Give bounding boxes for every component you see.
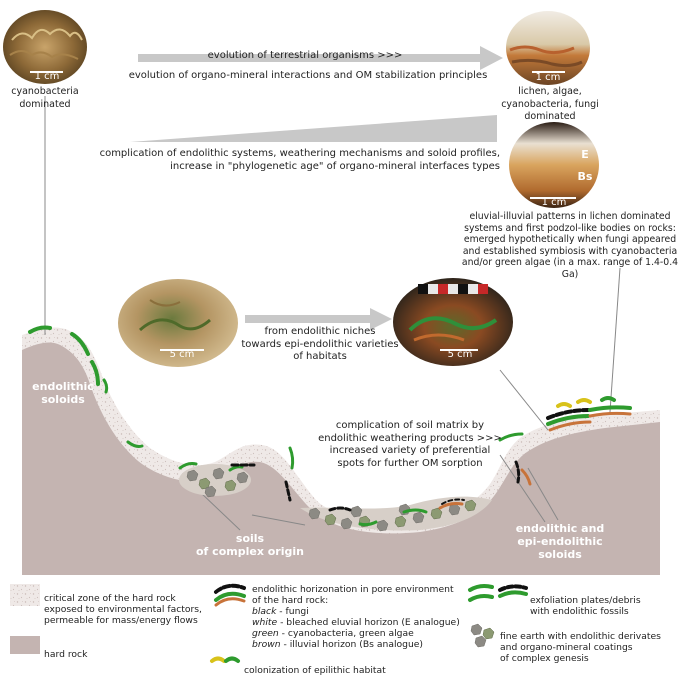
photo-epi-endolithic [393, 278, 513, 366]
matrix-text: complication of soil matrix by endolithi… [318, 420, 502, 469]
legend-brown-key: brown [252, 639, 281, 650]
podzol-label-bs: Bs [577, 170, 593, 183]
photo-cyanobacteria [3, 10, 87, 84]
photo-endolithic-niche [118, 279, 238, 367]
legend-green-row: green - cyanobacteria, green algae [252, 628, 467, 639]
connector-line [499, 369, 549, 431]
connector-line [199, 491, 241, 531]
endolithic-bands [28, 325, 632, 527]
legend-horizonation-glyph [214, 583, 246, 607]
connector-line [499, 454, 546, 523]
legend-green-key: green [252, 628, 279, 639]
left-photo-label: cyanobacteria dominated [11, 86, 79, 110]
middle-arrow-text: from endolithic niches towards epi-endol… [241, 326, 399, 362]
evolution-arrow [138, 46, 503, 70]
evolution-arrow-line2: evolution of organo-mineral interactions… [128, 70, 488, 81]
legend-hard-rock: hard rock [44, 649, 88, 661]
complication-wedge [130, 115, 497, 142]
endolithic-soloids-label: endolithic soloids [32, 380, 94, 406]
podzol-label-e: E [581, 148, 589, 161]
legend-green-val: - cyanobacteria, green algae [278, 628, 414, 639]
connector-line [251, 514, 306, 526]
legend-black-row: black - fungi [252, 606, 467, 617]
legend-brown-val: - illuvial horizon (Bs analogue) [280, 639, 424, 650]
legend-white-val: - bleached eluvial horizon (E analogue) [277, 617, 460, 628]
soils-complex-label: soils of complex origin [196, 532, 304, 558]
right-photo-label: lichen, algae, cyanobacteria, fungi domi… [501, 86, 599, 122]
complication-line2: increase in "phylogenetic age" of organo… [170, 161, 500, 172]
legend-fine-earth-glyph [470, 623, 495, 648]
legend-exfoliation: exfoliation plates/debris with endolithi… [530, 595, 641, 618]
legend-white-key: white [252, 617, 278, 628]
middle-left-scale: 5 cm [169, 349, 195, 360]
photo-lichen [506, 11, 590, 85]
complication-line1: complication of endolithic systems, weat… [99, 148, 500, 159]
connector-line [609, 267, 621, 413]
legend-brown-row: brown - illuvial horizon (Bs analogue) [252, 639, 467, 650]
legend-critical-zone-swatch [10, 584, 40, 606]
legend-hard-rock-swatch [10, 636, 40, 654]
evolution-arrow-line1: evolution of terrestrial organisms >>> [207, 49, 403, 61]
podzol-caption: eluvial-illuvial patterns in lichen domi… [461, 211, 679, 280]
connector-line [527, 467, 559, 521]
legend-fine-earth: fine earth with endolithic derivates and… [500, 631, 661, 665]
photo-podzol [509, 122, 599, 208]
legend-white-row: white - bleached eluvial horizon (E anal… [252, 617, 467, 628]
legend-black-val: - fungi [276, 606, 309, 617]
legend-colonization-glyph [210, 656, 240, 663]
middle-arrow [245, 308, 392, 330]
middle-right-scale: 5 cm [447, 349, 473, 360]
legend-horizonation: endolithic horizonation in pore environm… [252, 584, 467, 650]
legend-colonization: colonization of epilithic habitat [244, 665, 386, 676]
hard-rock [22, 342, 660, 575]
right-photo-scale: 1 cm [535, 72, 561, 83]
podzol-scale: 1 cm [541, 197, 567, 208]
fine-earth-pocket-left [179, 464, 251, 498]
legend-critical-zone: critical zone of the hard rock exposed t… [44, 593, 202, 627]
left-photo-scale: 1 cm [34, 71, 60, 82]
legend-horizonation-intro: endolithic horizonation in pore environm… [252, 584, 454, 606]
legend-exfoliation-glyph [468, 584, 528, 602]
epi-endolithic-label: endolithic and epi-endolithic soloids [515, 522, 605, 561]
legend-black-key: black [252, 606, 277, 617]
